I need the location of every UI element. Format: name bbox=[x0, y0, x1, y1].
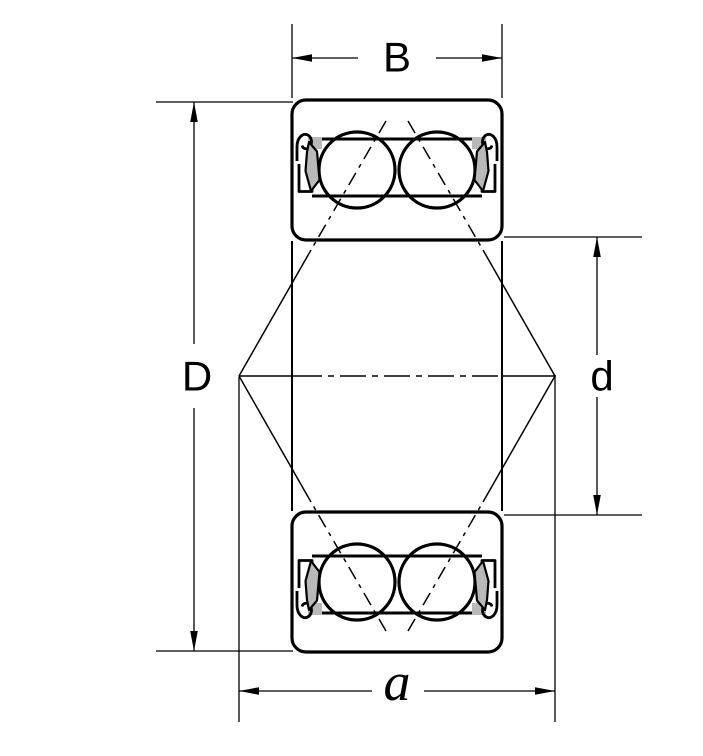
arrowhead-d-up bbox=[593, 237, 601, 257]
contact-line-bottom-left-dashed bbox=[310, 501, 387, 632]
dimension-label-D: D bbox=[182, 353, 212, 400]
arrowhead-B-right bbox=[482, 54, 502, 62]
contact-line-bottom-right-dashed bbox=[407, 501, 484, 632]
raceway-cavity bbox=[295, 138, 499, 197]
dimension-label-a: a bbox=[384, 652, 411, 712]
contact-line-bottom-right bbox=[482, 375, 556, 503]
contact-angle-lines bbox=[238, 120, 556, 632]
dimension-label-d: d bbox=[590, 353, 613, 400]
dimension-a: a bbox=[238, 377, 556, 722]
bearing-section-top bbox=[290, 98, 504, 242]
seal-lip bbox=[304, 140, 321, 193]
arrowhead-B-left bbox=[292, 54, 312, 62]
arrowhead-d-down bbox=[593, 495, 601, 515]
dimension-D: D bbox=[156, 101, 293, 652]
contact-line-top-right-dashed bbox=[407, 120, 484, 251]
contact-line-top-left bbox=[238, 249, 312, 377]
seal-left bbox=[295, 132, 321, 193]
contact-line-top-left-dashed bbox=[310, 120, 387, 251]
arrowhead-a-left bbox=[239, 687, 259, 695]
contact-line-top-right bbox=[482, 249, 556, 377]
dimension-B: B bbox=[291, 24, 503, 98]
contact-line-bottom-left bbox=[238, 375, 312, 503]
arrowhead-D-up bbox=[190, 102, 198, 122]
bearing-section-bottom bbox=[292, 512, 502, 652]
seal-anchor-hook bbox=[295, 132, 313, 161]
dimension-label-B: B bbox=[383, 34, 411, 81]
bearing-ring-block bbox=[290, 98, 504, 242]
arrowhead-D-down bbox=[190, 631, 198, 651]
arrowhead-a-right bbox=[535, 687, 555, 695]
dimension-d: d bbox=[504, 236, 642, 516]
